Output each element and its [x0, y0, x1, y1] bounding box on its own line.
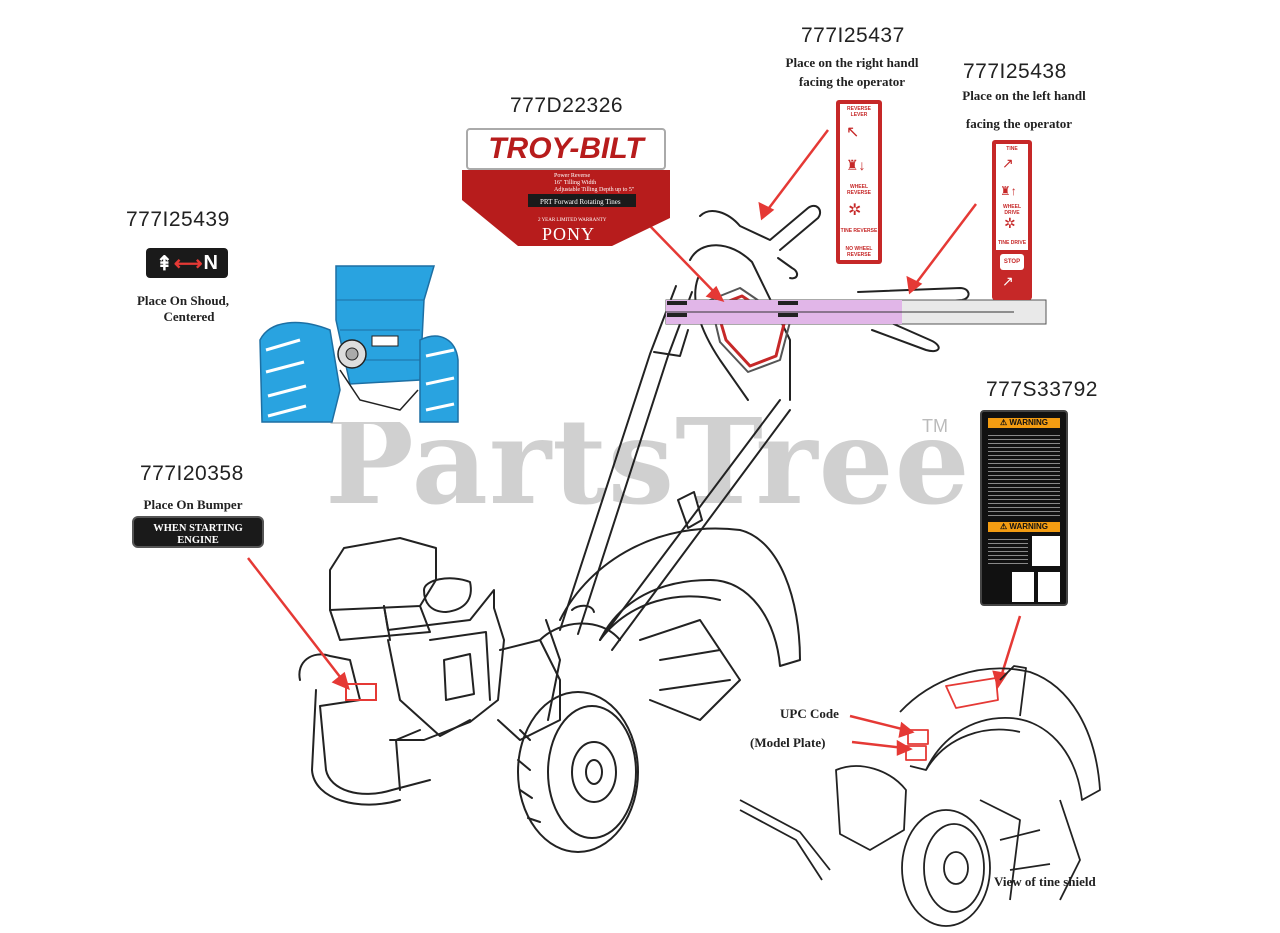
- lever-icon: ↖: [846, 124, 860, 141]
- left-decal-mid: WHEEL DRIVE: [1002, 204, 1022, 216]
- warning-header-2: ⚠ WARNING: [988, 522, 1060, 532]
- spec-1: Power Reverse: [554, 173, 591, 179]
- bumper-decal: WHEN STARTING ENGINE PLACE FREE HAND HER…: [132, 516, 264, 570]
- left-wheel-icon: ♜↑: [1000, 184, 1017, 198]
- neutral-letter: N: [203, 251, 218, 274]
- brand-name: TROY-BILT: [488, 132, 644, 165]
- note-left-handle-line2: facing the operator: [965, 116, 1073, 131]
- double-arrow-icon: ⟷: [173, 252, 203, 275]
- part-number-right-handle: 777I25437: [801, 24, 905, 47]
- model-plate-label: (Model Plate): [750, 735, 826, 750]
- warranty-text: 2 YEAR LIMITED WARRANTY: [538, 218, 607, 223]
- warning-header-2-text: WARNING: [1009, 522, 1049, 531]
- left-bottom-arrow-icon: ↗: [1002, 275, 1014, 290]
- note-bumper: Place On Bumper: [143, 497, 243, 512]
- left-lever-icon: ↗: [1002, 157, 1014, 172]
- model-name: PONY: [542, 224, 596, 244]
- spec-3: Adjustable Tilling Depth up to 5": [554, 187, 635, 193]
- spec-2: 16" Tilling Width: [554, 180, 597, 186]
- feature-text: PRT Forward Rotating Tines: [540, 198, 621, 206]
- tine-shield-view-label: View of tine shield: [994, 874, 1096, 889]
- warning-text-block-2: [988, 536, 1028, 566]
- note-left-handle-line1: Place on the left handl: [962, 88, 1086, 103]
- right-handle-decal-panel: REVERSE LEVER ↖ ♜↓ WHEEL REVERSE ✲ TINE …: [840, 104, 878, 260]
- right-decal-top: REVERSE LEVER: [847, 106, 871, 118]
- right-decal-mid: WHEEL REVERSE: [847, 184, 871, 196]
- part-number-shroud: 777I25439: [126, 208, 230, 231]
- note-right-handle-line1: Place on the right handl: [785, 55, 919, 70]
- wheel-icon: ♜↓: [846, 159, 866, 174]
- right-handle-decal: REVERSE LEVER ↖ ♜↓ WHEEL REVERSE ✲ TINE …: [836, 100, 882, 264]
- note-shroud-line2: Centered: [163, 309, 215, 324]
- warning-text-block: [988, 432, 1060, 518]
- bumper-decal-line1: WHEN STARTING ENGINE: [153, 523, 243, 547]
- left-decal-bottom: TINE DRIVE: [997, 240, 1027, 246]
- troybilt-decal-body: [462, 170, 670, 246]
- upc-code-label: UPC Code: [780, 706, 839, 721]
- left-decal-top: TINE: [1006, 146, 1018, 152]
- warning-header-text: WARNING: [1009, 418, 1049, 427]
- warning-pictogram: [1032, 536, 1060, 566]
- part-number-warning-decal: 777S33792: [986, 378, 1098, 401]
- right-decal-foot: NO WHEEL REVERSE: [845, 246, 873, 258]
- warning-icon-2: ⚠: [999, 522, 1010, 531]
- warning-diagram-1: [1012, 572, 1034, 602]
- part-number-bumper: 777I20358: [140, 462, 244, 485]
- stop-icon: STOP: [1000, 254, 1024, 270]
- neutral-decal: ⇞ ⟷ N: [146, 248, 228, 278]
- note-right-handle-line2: facing the operator: [798, 74, 906, 89]
- warning-header: ⚠ WARNING: [988, 418, 1060, 428]
- warning-icon: ⚠: [999, 418, 1010, 427]
- part-number-troybilt-decal: 777D22326: [510, 94, 624, 117]
- part-number-left-handle: 777I25438: [963, 60, 1067, 83]
- left-handle-decal: TINE ↗ ♜↑ WHEEL DRIVE ✲ TINE DRIVE STOP …: [992, 140, 1032, 300]
- tine-icon: ✲: [848, 202, 862, 219]
- troybilt-logo: TROY-BILT: [466, 128, 666, 170]
- left-tine-icon: ✲: [1004, 217, 1016, 232]
- warning-diagram-2: [1038, 572, 1060, 602]
- bumper-decal-line2: PLACE FREE HAND HERE: [148, 547, 248, 571]
- note-shroud-line1: Place On Shoud,: [136, 293, 230, 308]
- warning-decal: ⚠ WARNING ⚠ WARNING: [980, 410, 1068, 606]
- right-decal-bottom: TINE REVERSE: [840, 228, 878, 234]
- watermark-tm: TM: [922, 416, 948, 436]
- shift-glyph-icon: ⇞: [156, 252, 173, 275]
- left-handle-decal-panel: TINE ↗ ♜↑ WHEEL DRIVE ✲ TINE DRIVE: [996, 144, 1028, 250]
- troybilt-decal: TROY-BILT Power Reverse 16" Tilling Widt…: [462, 128, 670, 246]
